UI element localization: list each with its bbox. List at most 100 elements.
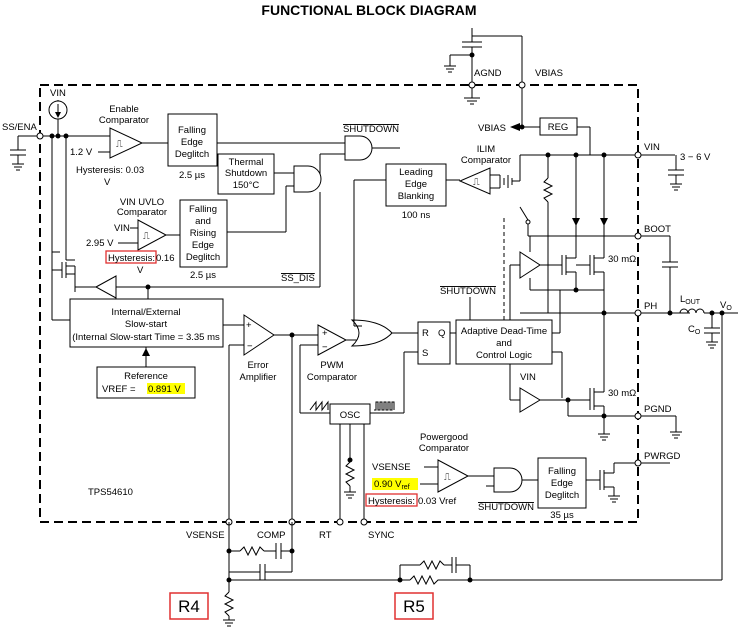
vin-diode2-icon	[600, 218, 608, 226]
vbias-out-label: VBIAS	[478, 123, 506, 134]
uvlo-vin-label: VIN	[114, 223, 130, 234]
pin-comp: COMP	[257, 530, 286, 541]
latch-s: S	[422, 348, 428, 359]
shutdown-top-label: SHUTDOWN	[343, 124, 399, 135]
pin-agnd: AGND	[474, 68, 502, 79]
frd-time: 2.5 µs	[190, 270, 216, 281]
or-gate	[350, 319, 393, 347]
pg-ref-highlight	[372, 478, 418, 490]
boot-switch-icon	[519, 206, 529, 221]
uvlo-hysteresis-value: 0.16	[156, 253, 175, 264]
high-side-fet2-icon	[589, 230, 605, 290]
thermal-line-1: Thermal	[229, 157, 264, 168]
pwm-minus: −	[322, 342, 328, 353]
output-capacitor	[704, 313, 720, 349]
pg-label-2: Comparator	[419, 443, 469, 454]
vin-resistor-icon	[542, 177, 554, 203]
pin-rt-node	[336, 518, 344, 526]
leb-time: 100 ns	[402, 210, 431, 221]
pin-vin-node	[634, 151, 642, 159]
latch-q: Q	[438, 328, 445, 339]
r5-callout	[394, 592, 434, 620]
r4-resistor-icon	[223, 591, 235, 617]
lout-label: LOUT	[680, 294, 701, 306]
lout-sub: OUT	[685, 299, 701, 306]
enable-comparator-label-2: Comparator	[99, 115, 149, 126]
leb-line-2: Edge	[405, 179, 427, 190]
uvlo-label-1: VIN UVLO	[120, 197, 164, 208]
pin-pwrgd: PWRGD	[644, 451, 681, 462]
reg-label: REG	[548, 122, 569, 133]
osc-resistor-icon	[344, 461, 356, 487]
thermal-line-3: 150°C	[233, 180, 260, 191]
vref-highlight	[147, 383, 185, 394]
hysteresis-enable: Hysteresis: 0.03	[76, 165, 144, 176]
thermal-line-2: Shutdown	[225, 168, 267, 179]
uvlo-hysteresis-unit: V	[137, 265, 144, 276]
pin-rt: RT	[319, 530, 332, 541]
fed-top-line-1: Falling	[178, 125, 206, 136]
pwm-label-1: PWM	[320, 360, 343, 371]
pwm-plus: +	[322, 328, 328, 339]
ss-dis-label: SS_DIS	[281, 273, 315, 284]
vo-label: VO	[720, 300, 732, 312]
r5-label: R5	[403, 597, 425, 616]
slow-start-line-3: (Internal Slow-start Time = 3.35 ms	[72, 332, 220, 343]
vin-diode-icon	[572, 218, 580, 226]
slow-start-line-1: Internal/External	[111, 307, 180, 318]
slow-start-block	[69, 298, 224, 348]
adaptive-dead-time-block	[455, 319, 553, 365]
pg-hysteresis-word: Hysteresis:	[368, 496, 415, 507]
uvlo-hysteresis-callout	[105, 250, 157, 264]
pin-boot: BOOT	[644, 224, 671, 235]
agnd-ground-icon	[464, 97, 480, 105]
ea-label-2: Amplifier	[240, 372, 277, 383]
rds-low-side: 30 mΩ	[608, 388, 636, 399]
ea-label-1: Error	[247, 360, 268, 371]
leb-line-3: Blanking	[398, 191, 434, 202]
falling-edge-deglitch-top	[167, 113, 218, 167]
uvlo-comparator	[137, 219, 168, 251]
leb-line-1: Leading	[399, 167, 433, 178]
adt-line-1: Adaptive Dead-Time	[461, 326, 547, 337]
vo-main: V	[720, 300, 727, 311]
falling-rising-deglitch	[179, 199, 228, 268]
current-source-icon	[48, 100, 68, 120]
clock-waveform-icon	[374, 401, 395, 411]
ea-minus: −	[247, 341, 253, 352]
pg-deglitch-block	[537, 457, 587, 509]
powergood-and-gate	[493, 467, 523, 493]
ss-ena-capacitor	[10, 136, 26, 171]
pin-ph-node	[634, 309, 642, 317]
leading-edge-blanking	[385, 163, 447, 207]
frd-line-5: Deglitch	[186, 252, 220, 263]
boot-capacitor	[662, 261, 678, 313]
pg-ref-sub: ref	[401, 484, 409, 491]
osc-ground-icon	[344, 491, 356, 499]
vref-prefix: VREF =	[102, 384, 136, 395]
pgd-line-3: Deglitch	[545, 490, 579, 501]
pin-vbias-node	[518, 81, 526, 89]
pin-pgnd-node	[634, 412, 642, 420]
pin-ss-ena: SS/ENA	[2, 122, 38, 133]
co-sub: O	[695, 329, 701, 336]
diagram-title: FUNCTIONAL BLOCK DIAGRAM	[261, 2, 476, 18]
high-side-fet-icon	[561, 230, 577, 290]
ilim-reference-battery-icon	[499, 175, 513, 188]
ilim-label-2: Comparator	[461, 155, 511, 166]
pwm-label-2: Comparator	[307, 372, 357, 383]
pgd-line-2: Edge	[551, 478, 573, 489]
pg-ref-main: 0.90 V	[374, 479, 402, 490]
frd-line-3: Rising	[190, 228, 216, 239]
pgnd-ground-icon	[670, 431, 682, 439]
ss-dis-buffer	[94, 275, 117, 299]
ref-arrow-icon	[142, 348, 150, 356]
enable-comparator-label-1: Enable	[109, 104, 139, 115]
pin-ph: PH	[644, 301, 657, 312]
ea-plus: +	[246, 320, 252, 331]
ilim-label-1: ILIM	[477, 144, 496, 155]
supply-range: 3 − 6 V	[680, 152, 711, 163]
co-label: CO	[688, 324, 701, 336]
vo-sub: O	[726, 305, 732, 312]
output-inductor-icon	[679, 308, 705, 314]
